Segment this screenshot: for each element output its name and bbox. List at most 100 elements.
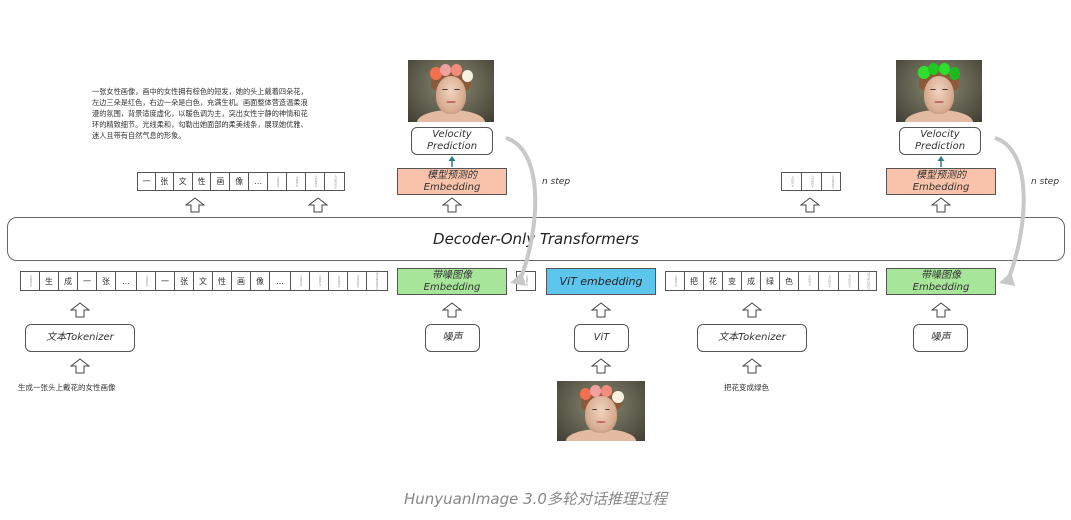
tokenizer-label: 文本Tokenizer [46, 332, 114, 343]
output-token-row-1: 一 张 文 性 画 像 … <eos> <boi> <size> <ratio> [137, 172, 345, 191]
token: 成 [59, 272, 78, 290]
vit-box: ViT [574, 324, 629, 352]
special-token: <ratio> [839, 272, 859, 290]
output-image-green-flowers [896, 60, 982, 122]
up-arrow-icon [931, 302, 951, 318]
special-token: <size> [819, 272, 839, 290]
up-arrow-icon [70, 358, 90, 374]
token: 生 [40, 272, 59, 290]
token: 像 [251, 272, 270, 290]
input-token-row-2: <bos> 把 花 变 成 绿 色 <boi> <size> <ratio> <… [665, 270, 877, 292]
noise-box-2: 噪声 [913, 324, 968, 352]
special-token: <boi> [310, 272, 329, 290]
velocity-prediction-box-1: Velocity Prediction [411, 127, 493, 155]
predicted-embedding-label-cn: 模型预测的 [916, 169, 966, 181]
output-token-row-2: <boi> <size> <ratio> [781, 172, 841, 191]
token: 变 [723, 272, 742, 290]
token: 性 [193, 173, 212, 190]
special-token: <ratio> [348, 272, 367, 290]
special-token: <size> [802, 173, 822, 190]
token: 张 [97, 272, 116, 290]
token: 画 [232, 272, 251, 290]
noise-label: 噪声 [930, 332, 951, 343]
token: … [249, 173, 269, 190]
predicted-embedding-label-cn: 模型预测的 [427, 169, 477, 181]
token: 文 [174, 173, 193, 190]
noisy-embedding-label-cn: 带噪图像 [921, 269, 961, 281]
special-token: <ratio> [333, 174, 338, 189]
token: 绿 [761, 272, 780, 290]
vit-embedding-box: ViT embedding [546, 268, 656, 295]
up-arrow-icon [591, 302, 611, 318]
vit-label: ViT [593, 332, 610, 343]
predicted-embedding-label-en: Embedding [912, 181, 970, 193]
token: 成 [742, 272, 761, 290]
token: 一 [156, 272, 175, 290]
velocity-label: Velocity [920, 129, 960, 140]
noise-label: 噪声 [442, 332, 463, 343]
vit-embedding-label: ViT embedding [559, 274, 643, 288]
n-step-label-1: n step [542, 177, 571, 187]
velocity-prediction-box-2: Velocity Prediction [899, 127, 981, 155]
output-image-red-flowers [408, 60, 494, 122]
special-token: <eos> [291, 272, 310, 290]
up-arrow-icon [185, 197, 205, 213]
velocity-arrow-icon [448, 156, 456, 167]
noisy-embedding-label-en: Embedding [423, 281, 481, 293]
token: 色 [780, 272, 799, 290]
up-arrow-icon [800, 197, 820, 213]
up-arrow-icon [308, 197, 328, 213]
token: … [270, 272, 291, 290]
token: 文 [194, 272, 213, 290]
up-arrow-icon [591, 358, 611, 374]
noisy-image-embedding-box-1: 带噪图像 Embedding [397, 268, 507, 295]
velocity-label: Velocity [432, 129, 472, 140]
prediction-label: Prediction [914, 141, 966, 152]
input-image-red-flowers [557, 381, 645, 441]
noisy-image-embedding-box-2: 带噪图像 Embedding [886, 268, 996, 295]
up-arrow-icon [931, 197, 951, 213]
tokenizer-label: 文本Tokenizer [718, 332, 786, 343]
text-tokenizer-box-2: 文本Tokenizer [697, 324, 807, 352]
special-token: <size> [329, 272, 348, 290]
up-arrow-icon [442, 197, 462, 213]
token: 一 [78, 272, 97, 290]
predicted-embedding-label-en: Embedding [423, 181, 481, 193]
token: … [116, 272, 137, 290]
up-arrow-icon [442, 302, 462, 318]
noisy-embedding-label-cn: 带噪图像 [432, 269, 472, 281]
n-step-loop-arrow-2 [994, 136, 1026, 286]
special-token: <bos> [666, 272, 685, 290]
token: 把 [685, 272, 704, 290]
special-token: <timestep> [866, 270, 871, 292]
decoder-only-transformer-block: Decoder-Only Transformers [7, 217, 1065, 261]
text-tokenizer-box-1: 文本Tokenizer [25, 324, 135, 352]
up-arrow-icon [70, 302, 90, 318]
special-token: <ratio> [830, 174, 835, 189]
predicted-embedding-box-1: 模型预测的 Embedding [397, 168, 507, 195]
noisy-embedding-label-en: Embedding [912, 281, 970, 293]
prediction-label: Prediction [426, 141, 478, 152]
special-token: <boi> [799, 272, 819, 290]
token: 一 [138, 173, 156, 190]
noise-box-1: 噪声 [425, 324, 480, 352]
token: 花 [704, 272, 723, 290]
token: 张 [175, 272, 194, 290]
figure-caption: HunyuanImage 3.0多轮对话推理过程 [404, 490, 667, 508]
special-token: <size> [306, 173, 326, 190]
special-token: <boi> [287, 173, 307, 190]
prompt-text-1: 生成一张头上戴花的女性画像 [18, 383, 116, 392]
prompt-text-2: 把花变成绿色 [724, 383, 769, 392]
special-token: <bos> [21, 272, 40, 290]
special-token: <eos> [137, 272, 156, 290]
special-token: <timestep> [374, 270, 379, 292]
up-arrow-icon [742, 302, 762, 318]
n-step-label-2: n step [1031, 177, 1060, 187]
token: 画 [211, 173, 231, 190]
image-description-text: 一张女性画像，画中的女性拥有棕色的短发，她的头上戴着四朵花，左边三朵是红色，右边… [92, 87, 308, 140]
special-token: <eoi> [524, 275, 529, 287]
input-token-row-1: <bos> 生 成 一 张 … <eos> 一 张 文 性 画 像 … <eos… [20, 270, 388, 292]
special-token: <boi> [782, 173, 802, 190]
predicted-embedding-box-2: 模型预测的 Embedding [886, 168, 996, 195]
